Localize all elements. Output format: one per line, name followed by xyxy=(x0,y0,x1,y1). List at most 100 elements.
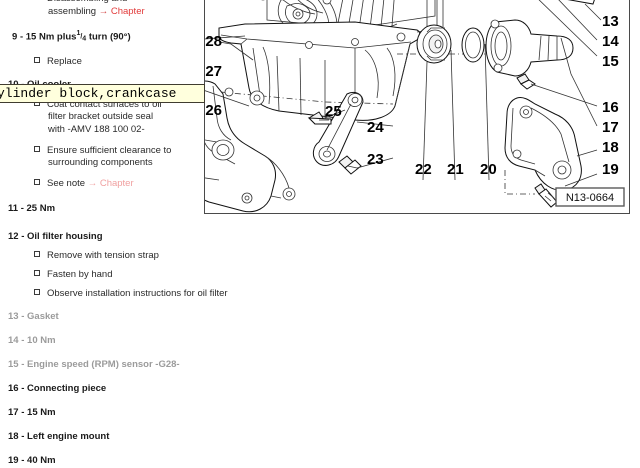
bullet-square-icon xyxy=(34,289,40,295)
callout-18: 18 xyxy=(602,139,619,156)
fraction-denominator: 4 xyxy=(82,35,87,43)
part-item-13-heading: 13 - Gasket xyxy=(8,311,59,323)
part-item-14-number: 14 xyxy=(8,335,19,346)
callout-14: 14 xyxy=(602,33,619,50)
bolt-23 xyxy=(338,155,362,175)
part-item-9-heading: 9 - 15 Nm plus1/4 turn (90°) xyxy=(12,30,131,44)
fragment-text-1: Disassembling and xyxy=(47,0,127,4)
tooltip-text: ylinder block,crankcase xyxy=(0,86,177,101)
leader-15 xyxy=(538,0,598,57)
part-item-10-bullet-0-text: Coat contact surfaces to oil xyxy=(47,99,162,110)
part-item-14-heading: 14 - 10 Nm xyxy=(8,335,56,347)
leader-28 xyxy=(205,35,246,40)
oil-pan-assembly xyxy=(218,0,450,121)
part-item-14-dash: - xyxy=(21,335,25,346)
callout-13: 13 xyxy=(602,13,619,30)
part-item-9-bullet-0-text: Replace xyxy=(47,56,82,67)
part-item-12-bullet-0: Remove with tension strap xyxy=(34,250,159,262)
leader-24 xyxy=(356,121,394,127)
part-item-12-bullet-1-text: Fasten by hand xyxy=(47,269,113,280)
callout-24: 24 xyxy=(367,119,384,136)
part-item-9-title-pre: 15 Nm plus xyxy=(25,31,77,43)
parts-list-text-column: Disassembling and assembling → Chapter 9… xyxy=(0,0,228,468)
part-item-18-heading: 18 - Left engine mount xyxy=(8,431,109,443)
callout-20: 20 xyxy=(480,161,497,178)
part-item-11-dash: - xyxy=(20,203,24,214)
link-rod-24 xyxy=(312,91,364,166)
part-item-12-number: 12 xyxy=(8,231,19,242)
part-item-15-number: 15 xyxy=(8,359,19,370)
part-item-18-number: 18 xyxy=(8,431,19,442)
part-item-14-title: 10 Nm xyxy=(27,335,56,346)
fragment-line-1: Disassembling and xyxy=(34,0,127,5)
exploded-view-diagram-panel: 28 27 26 25 24 23 22 21 20 13 14 15 16 1… xyxy=(204,0,630,214)
callout-17: 17 xyxy=(602,119,619,136)
part-item-12-title: Oil filter housing xyxy=(27,231,103,242)
leader-14 xyxy=(558,0,598,41)
figure-id-text: N13-0664 xyxy=(566,192,614,204)
fragment-line-2: assembling → Chapter xyxy=(48,6,145,18)
part-item-10-bullet-2: with -AMV 188 100 02- xyxy=(48,124,145,136)
part-item-19-dash: - xyxy=(21,455,25,466)
leader-16 xyxy=(530,83,598,107)
part-item-17-title: 15 Nm xyxy=(27,407,56,418)
part-item-10-bullet-3-text: Ensure sufficient clearance to xyxy=(47,145,172,156)
leader-17 xyxy=(560,37,598,127)
part-item-15-dash: - xyxy=(21,359,25,370)
part-item-16-dash: - xyxy=(21,383,25,394)
part-item-13-dash: - xyxy=(21,311,25,322)
part-item-9-bullet-0: Replace xyxy=(34,56,82,68)
callout-19: 19 xyxy=(602,161,619,178)
leader-19 xyxy=(564,173,598,187)
leader-22 xyxy=(422,61,428,181)
part-item-12-dash: - xyxy=(21,231,25,242)
part-item-12-bullet-2: Observe installation instructions for oi… xyxy=(34,288,228,300)
callout-15: 15 xyxy=(602,53,619,70)
part-item-18-title: Left engine mount xyxy=(27,431,110,442)
part-item-10-bullet-4-text: surrounding components xyxy=(48,157,153,168)
part-item-9-dash: - xyxy=(19,31,24,43)
bolt-25 xyxy=(307,111,332,125)
bullet-square-icon xyxy=(34,146,40,152)
part-item-10-bullet-1-text: filter bracket outside seal xyxy=(48,111,154,122)
part-item-17-dash: - xyxy=(21,407,25,418)
fraction-one-quarter: 1/4 xyxy=(76,30,87,43)
chapter-link-top[interactable]: Chapter xyxy=(110,6,145,17)
arrow-icon: → xyxy=(87,178,98,189)
bolt-17-part xyxy=(516,73,536,90)
fragment-text-2: assembling xyxy=(48,6,97,17)
bullet-square-icon xyxy=(34,57,40,63)
part-item-16-heading: 16 - Connecting piece xyxy=(8,383,106,395)
part-item-15-heading: 15 - Engine speed (RPM) sensor -G28- xyxy=(8,359,180,371)
part-item-10-bullet-3: Ensure sufficient clearance to xyxy=(34,145,171,157)
part-item-11-number: 11 xyxy=(8,203,19,214)
gasket-13 xyxy=(567,0,595,5)
left-engine-mount-18 xyxy=(504,97,582,208)
callout-23: 23 xyxy=(367,151,384,168)
leader-18 xyxy=(576,149,598,157)
engine-bracket-26 xyxy=(205,80,296,213)
part-item-10-bullet-4: surrounding components xyxy=(48,157,153,169)
part-item-10-bullet-5-text: See note xyxy=(47,178,86,189)
part-item-10-bullet-2-text: with -AMV 188 100 02- xyxy=(48,124,145,135)
bullet-square-icon xyxy=(34,179,40,185)
part-item-17-heading: 17 - 15 Nm xyxy=(8,407,56,419)
tooltip-popup: ylinder block,crankcase xyxy=(0,84,205,103)
part-item-10-bullet-1: filter bracket outside seal xyxy=(48,111,153,123)
part-item-13-number: 13 xyxy=(8,311,19,322)
part-item-19-number: 19 xyxy=(8,455,19,466)
callout-22: 22 xyxy=(415,161,432,178)
part-item-11-heading: 11 - 25 Nm xyxy=(8,203,55,215)
part-item-18-dash: - xyxy=(21,431,25,442)
part-item-19-heading: 19 - 40 Nm xyxy=(8,455,56,467)
callout-25: 25 xyxy=(325,103,342,120)
part-item-12-bullet-2-text: Observe installation instructions for oi… xyxy=(47,288,228,299)
chapter-link-see-note[interactable]: Chapter xyxy=(99,178,134,189)
part-item-13-title: Gasket xyxy=(27,311,59,322)
callout-21: 21 xyxy=(447,161,464,178)
callout-26: 26 xyxy=(205,102,222,119)
leader-21 xyxy=(450,49,456,181)
part-item-15-title: Engine speed (RPM) sensor -G28- xyxy=(27,359,180,370)
leader-25 xyxy=(324,109,346,119)
figure-id-box: N13-0664 xyxy=(555,187,625,207)
